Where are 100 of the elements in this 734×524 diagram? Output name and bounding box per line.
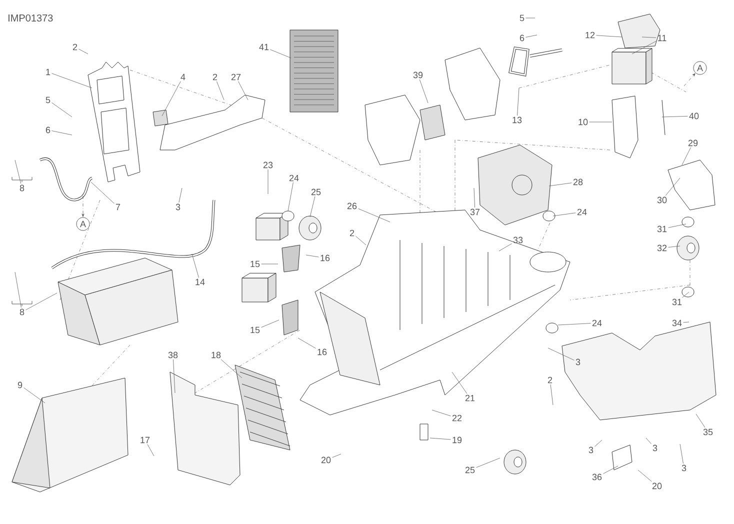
callout-number: 3: [652, 444, 658, 452]
callout-number: 13: [512, 116, 522, 124]
leader-line: [419, 79, 428, 104]
leader-line: [270, 49, 292, 58]
callout-number: 10: [578, 118, 588, 126]
callout-number: 27: [231, 74, 241, 80]
leader-line: [682, 147, 691, 166]
callout-number: 3: [576, 358, 580, 366]
callout-number: 1: [46, 68, 50, 76]
leader-line: [332, 454, 342, 458]
leader-line: [696, 414, 706, 428]
callout-number: 19: [452, 436, 462, 444]
leader-line: [558, 323, 591, 326]
leader-line: [216, 81, 224, 100]
callout-number: 8: [20, 184, 24, 192]
leader-line: [665, 178, 680, 196]
drawing-number: IMP01373: [8, 14, 53, 22]
callout-number: 18: [212, 352, 221, 358]
leader-line: [596, 35, 622, 38]
leader-line: [261, 320, 280, 328]
callout-number: 30: [657, 196, 667, 204]
leader-line: [78, 48, 88, 54]
callout-number: 36: [592, 474, 602, 480]
leader-line: [432, 410, 451, 416]
callout-number: 25: [311, 188, 321, 196]
leader-line: [26, 292, 58, 310]
leader-line: [548, 348, 574, 360]
leader-line: [603, 466, 618, 474]
leader-line: [638, 470, 652, 482]
callout-number: 15: [250, 326, 260, 334]
leader-line: [298, 338, 316, 349]
callout-number: 6: [46, 126, 50, 134]
leader-line: [646, 438, 652, 444]
leader-line: [147, 444, 154, 456]
leader-line: [90, 182, 114, 204]
leader-line: [24, 388, 46, 404]
leader-line: [52, 102, 72, 118]
callout-number: 5: [46, 96, 50, 104]
callout-number: 5: [520, 14, 524, 22]
leader-line: [220, 359, 242, 378]
callout-number: 40: [689, 112, 699, 120]
callout-number: 26: [347, 202, 357, 210]
callout-number: 24: [577, 208, 587, 216]
callout-number: 2: [72, 44, 78, 50]
leader-line: [632, 40, 656, 54]
callout-number: 6: [520, 34, 524, 42]
leader-line: [52, 130, 72, 136]
callout-number: 38: [168, 352, 178, 358]
callout-number: 7: [116, 204, 120, 210]
leader-line: [192, 254, 199, 278]
leader-line: [430, 438, 451, 440]
leader-line: [178, 188, 182, 203]
callout-number: 29: [688, 140, 698, 146]
leader-line: [662, 116, 688, 118]
callout-number: 21: [465, 394, 475, 402]
leader-line: [550, 384, 554, 406]
leader-line: [310, 196, 316, 218]
leader-line: [52, 73, 92, 88]
leader-line: [680, 444, 684, 464]
callout-number: 12: [586, 32, 595, 38]
callout-number: 9: [18, 382, 22, 388]
arrow: [684, 73, 696, 86]
callout-number: 16: [318, 348, 327, 356]
callout-number: 2: [350, 230, 354, 236]
callout-number: 31: [672, 298, 682, 306]
callout-number: 20: [321, 456, 331, 464]
callout-number: 20: [652, 482, 662, 490]
callout-number: 16: [320, 254, 330, 262]
callout-number: 2: [212, 74, 218, 80]
callout-number: 3: [682, 464, 686, 472]
callout-number: 28: [573, 178, 583, 186]
callout-number: 22: [452, 414, 462, 422]
leader-line: [682, 292, 690, 298]
leader-line: [474, 188, 476, 208]
callout-number: 31: [657, 226, 667, 232]
leader-line: [306, 254, 319, 258]
leader-line: [476, 458, 500, 468]
callout-number: 17: [140, 436, 150, 444]
leader-line: [238, 81, 248, 100]
callout-number: 14: [196, 278, 205, 286]
arrow: [82, 196, 84, 217]
callout-number: 3: [176, 204, 180, 210]
leader-line: [668, 246, 680, 248]
callout-number: 32: [657, 244, 667, 252]
leader-line: [358, 208, 390, 222]
leader-line: [642, 36, 656, 38]
callout-number: 24: [289, 174, 299, 182]
leader-line: [356, 236, 366, 246]
leader-line: [668, 224, 686, 228]
leader-line: [683, 322, 690, 323]
callout-number: 4: [180, 74, 186, 80]
leader-line: [594, 440, 602, 447]
leader-line: [288, 182, 294, 212]
callout-number: 33: [513, 236, 523, 244]
leader-line: [14, 272, 22, 308]
leader-line: [517, 88, 520, 116]
callout-number: 24: [592, 320, 602, 326]
callout-number: 41: [259, 44, 269, 50]
leader-line: [548, 182, 572, 186]
callout-number: 11: [658, 34, 666, 42]
